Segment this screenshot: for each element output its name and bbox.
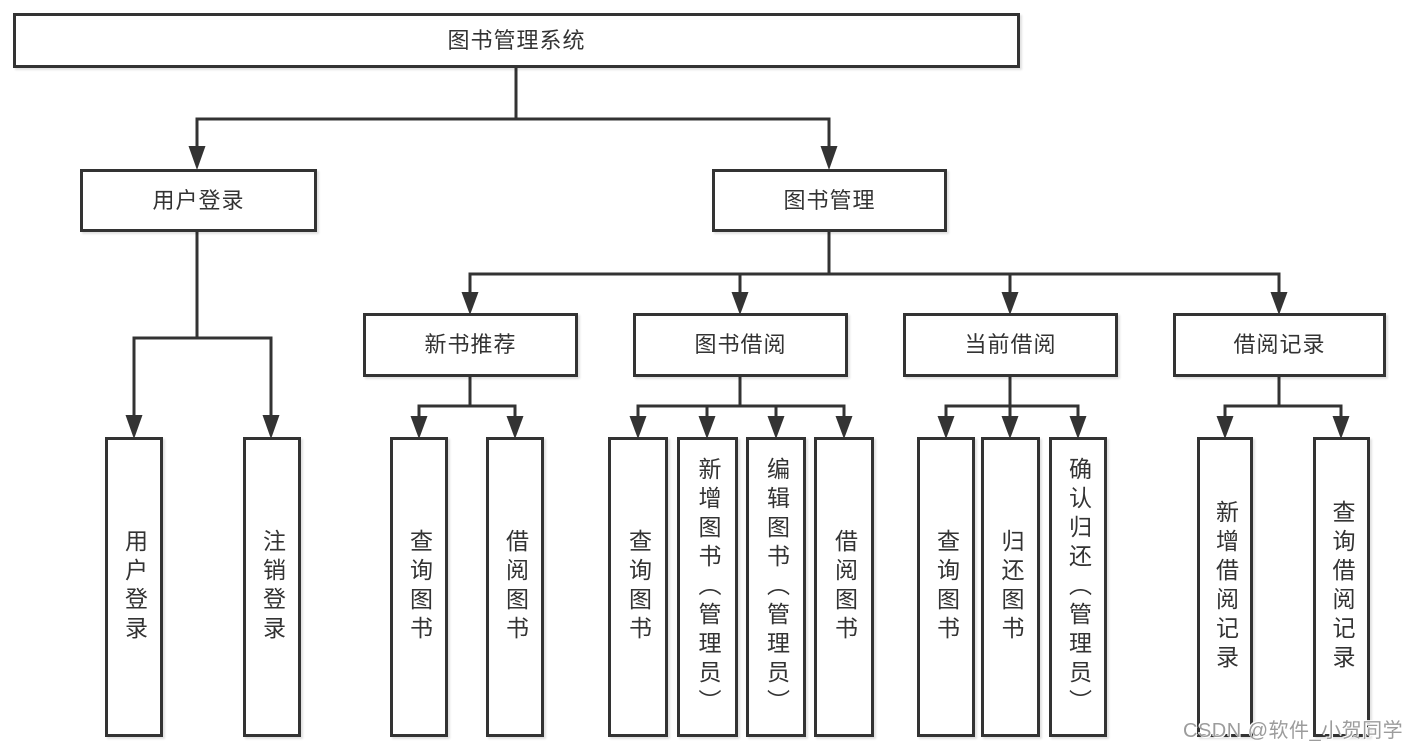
node-label: 当前借阅 xyxy=(964,332,1057,357)
leaf-add-books-admin: 新增图书（管理员） xyxy=(677,437,738,737)
node-label: 确认归还（管理员） xyxy=(1065,456,1092,718)
node-label: 查询图书 xyxy=(933,529,960,645)
node-label: 查询借阅记录 xyxy=(1329,500,1355,674)
node-label: 注销登录 xyxy=(259,529,286,645)
leaf-borrow-books: 借阅图书 xyxy=(486,437,544,737)
leaf-query-borrow-record: 查询借阅记录 xyxy=(1313,437,1370,737)
node-label: 借阅图书 xyxy=(502,529,529,645)
node-book-borrow: 图书借阅 xyxy=(633,313,848,377)
node-root-library-system: 图书管理系统 xyxy=(13,13,1020,68)
node-label: 查询图书 xyxy=(406,529,433,645)
node-book-management: 图书管理 xyxy=(712,169,947,232)
leaf-confirm-return-admin: 确认归还（管理员） xyxy=(1049,437,1107,737)
node-label: 图书借阅 xyxy=(694,332,787,357)
node-current-borrow: 当前借阅 xyxy=(903,313,1118,377)
node-user-login: 用户登录 xyxy=(80,169,317,232)
leaf-logout: 注销登录 xyxy=(243,437,301,737)
leaf-query-books: 查询图书 xyxy=(390,437,448,737)
arrowheads xyxy=(125,146,1350,439)
node-label: 归还图书 xyxy=(998,529,1024,645)
node-label: 用户登录 xyxy=(121,529,148,645)
node-label: 新书推荐 xyxy=(424,332,517,357)
node-label: 新增借阅记录 xyxy=(1212,500,1239,674)
node-label: 用户登录 xyxy=(152,187,245,213)
node-label: 查询图书 xyxy=(625,529,652,645)
leaf-query-books: 查询图书 xyxy=(608,437,668,737)
leaf-borrow-books: 借阅图书 xyxy=(814,437,874,737)
leaf-user-login: 用户登录 xyxy=(105,437,163,737)
leaf-add-borrow-record: 新增借阅记录 xyxy=(1197,437,1253,737)
leaf-return-books: 归还图书 xyxy=(981,437,1040,737)
csdn-watermark: CSDN @软件_小贺同学 xyxy=(1183,720,1404,742)
node-borrow-records: 借阅记录 xyxy=(1173,313,1386,377)
node-label: 借阅图书 xyxy=(831,529,858,645)
node-label: 借阅记录 xyxy=(1233,332,1326,357)
node-label: 图书管理 xyxy=(783,187,876,213)
leaf-query-books: 查询图书 xyxy=(917,437,975,737)
node-label: 新增图书（管理员） xyxy=(695,456,721,718)
node-label: 图书管理系统 xyxy=(447,27,586,53)
node-label: 编辑图书（管理员） xyxy=(763,456,790,718)
leaf-edit-books-admin: 编辑图书（管理员） xyxy=(746,437,806,737)
node-new-book-recommend: 新书推荐 xyxy=(363,313,578,377)
